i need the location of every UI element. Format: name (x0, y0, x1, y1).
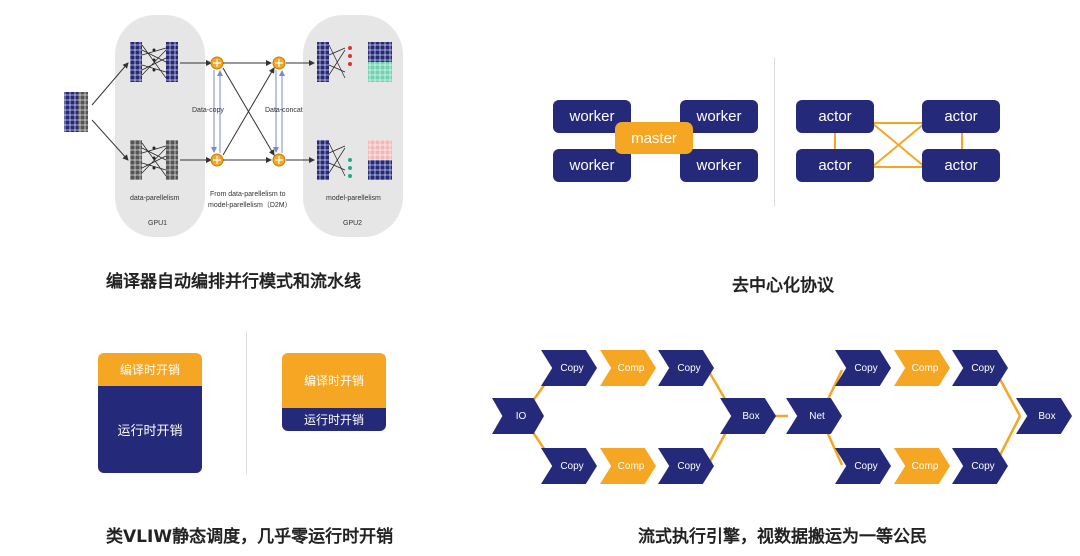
gpu2-bottom-layer-icon (317, 140, 392, 180)
runtime-overhead-bar: 运行时开销 (98, 386, 202, 473)
gpu2-top-layer-icon (317, 42, 392, 82)
caption-vliw-scheduling: 类VLIW静态调度，几乎零运行时开销 (106, 527, 394, 547)
caption-parallel-scheduling: 编译器自动编排并行模式和流水线 (106, 272, 361, 292)
actor-node: actor (796, 100, 874, 133)
divider-top (774, 58, 775, 206)
divider-bottom (246, 332, 247, 475)
compile-overhead-bar: 编译时开销 (282, 353, 386, 408)
gpu2-label: GPU2 (343, 220, 363, 227)
plus-node-icon (210, 56, 286, 167)
copy-stage: Copy (835, 448, 891, 484)
copy-stage: Copy (658, 448, 714, 484)
actor-node: actor (922, 149, 1000, 182)
model-parallelism-label: model-parellelism (326, 195, 381, 202)
compile-overhead-bar: 编译时开销 (98, 353, 202, 386)
actor-node: actor (922, 100, 1000, 133)
vliw-right-block: 编译时开销 运行时开销 (282, 353, 386, 431)
caption-streaming-engine: 流式执行引擎，视数据搬运为一等公民 (638, 527, 927, 547)
vliw-left-block: 编译时开销 运行时开销 (98, 353, 202, 473)
master-node: master (615, 122, 693, 154)
worker-node: worker (680, 149, 758, 182)
copy-stage: Copy (541, 350, 597, 386)
worker-node: worker (553, 149, 631, 182)
data-concat-label: Data-concat (265, 107, 303, 114)
data-parallelism-label: data-parellelism (130, 195, 180, 202)
gpu1-label: GPU1 (148, 220, 168, 227)
gpu1-bottom-layer-icon (130, 140, 178, 180)
data-copy-label: Data-copy (192, 107, 224, 114)
actor-links (834, 122, 963, 168)
runtime-overhead-bar: 运行时开销 (282, 408, 386, 431)
actor-node: actor (796, 149, 874, 182)
d2m-label-line2: model-parellelism（D2M） (208, 202, 292, 209)
parallelism-graphics (64, 42, 392, 180)
input-tensor-icon (64, 92, 88, 132)
gpu1-top-layer-icon (130, 42, 178, 82)
caption-decentralized-protocol: 去中心化协议 (732, 276, 834, 296)
d2m-label-line1: From data-parellelism to (210, 191, 286, 198)
worker-node: worker (680, 100, 758, 133)
